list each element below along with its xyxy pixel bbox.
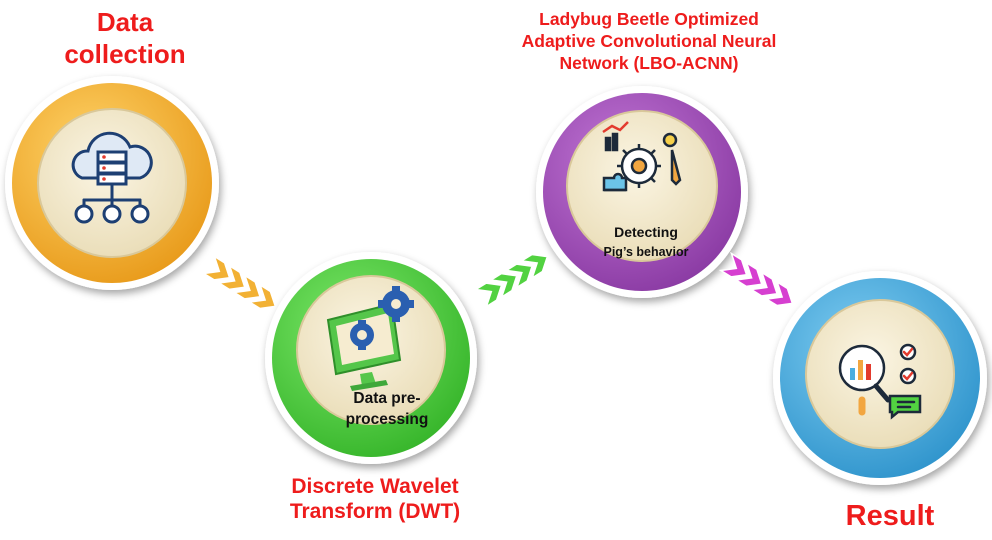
dwt-title: Discrete Wavelet Transform (DWT) <box>255 474 495 524</box>
data-collection-node <box>5 76 219 290</box>
cloud-server-network-icon <box>71 131 153 224</box>
detecting-node <box>536 86 748 298</box>
result-node <box>773 271 987 485</box>
detecting-inner-label: Detecting Pig’s behavior <box>566 222 726 262</box>
preprocessing-inner-text: Data pre- processing <box>345 390 429 428</box>
arrow-collection-to-preprocessing <box>201 254 277 310</box>
preprocessing-inner-label: Data pre- processing <box>322 388 452 430</box>
preprocessing-node <box>265 252 477 464</box>
data-collection-title-text: Data collection <box>64 7 186 69</box>
data-collection-title: Data collection <box>50 6 200 70</box>
result-title: Result <box>845 500 935 532</box>
magnifier-chart-checklist-icon <box>838 343 922 420</box>
lbo-acnn-title-text: Ladybug Beetle Optimized Adaptive Convol… <box>521 9 777 73</box>
arrow-preprocessing-to-detecting <box>473 253 549 309</box>
dwt-title-text: Discrete Wavelet Transform (DWT) <box>289 475 461 523</box>
monitor-gears-icon <box>326 286 414 391</box>
arrow-detecting-to-result <box>718 251 794 307</box>
analytics-gear-icon <box>602 121 682 192</box>
detecting-inner-line2: Pig’s behavior <box>603 245 689 259</box>
lbo-acnn-title: Ladybug Beetle Optimized Adaptive Convol… <box>484 8 814 74</box>
detecting-inner-line1: Detecting <box>614 224 678 240</box>
